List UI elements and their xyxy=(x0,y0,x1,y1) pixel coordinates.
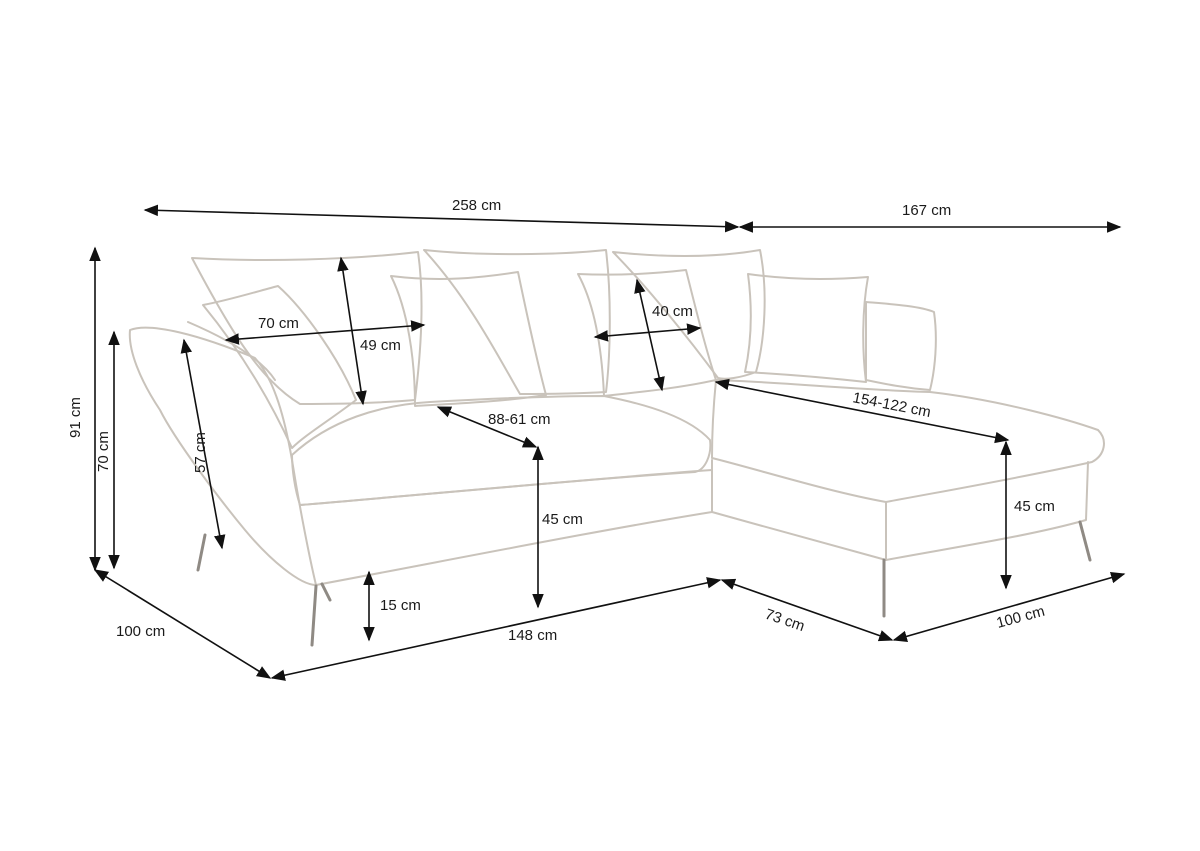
arrow-seat-depth xyxy=(436,406,538,448)
label-cushion-height: 49 cm xyxy=(360,337,401,354)
dimension-arrows xyxy=(89,204,1126,681)
label-leg-height: 15 cm xyxy=(380,597,421,614)
chaise-base xyxy=(711,459,1089,561)
label-front-length: 148 cm xyxy=(508,627,557,644)
pillow-left xyxy=(202,285,357,449)
label-backrest-height: 57 cm xyxy=(192,432,209,473)
leg-1 xyxy=(196,533,207,572)
arrow-front-length xyxy=(270,577,722,681)
label-cushion-width: 70 cm xyxy=(258,315,299,332)
label-chaise-front: 73 cm xyxy=(763,606,807,635)
label-side-depth: 100 cm xyxy=(116,623,165,640)
label-chaise-length: 167 cm xyxy=(902,202,951,219)
arrow-small-cushion-height xyxy=(634,278,665,392)
arrow-chaise-depth xyxy=(714,378,1010,444)
label-total-height: 91 cm xyxy=(67,397,84,438)
back-cushion-left xyxy=(191,251,423,405)
back-cushion-middle xyxy=(423,249,611,395)
label-chaise-seat-height: 45 cm xyxy=(1014,498,1055,515)
pillow-middle xyxy=(390,271,547,407)
leg-3 xyxy=(320,582,332,602)
sofa-drawing xyxy=(128,249,1105,647)
armrest-left xyxy=(128,326,317,586)
chaise-cushion xyxy=(711,379,1105,503)
label-overall-width: 258 cm xyxy=(452,197,501,214)
arrow-chaise-front xyxy=(720,578,894,642)
arrow-cushion-width xyxy=(224,320,426,345)
arrow-cushion-height xyxy=(337,256,367,406)
label-seat-depth: 88-61 cm xyxy=(488,411,551,428)
arrow-side-depth xyxy=(93,569,272,679)
label-chaise-width: 100 cm xyxy=(995,603,1047,632)
arrow-backrest-height xyxy=(180,338,226,550)
label-small-cushion: 40 cm xyxy=(652,303,693,320)
label-seat-height: 45 cm xyxy=(542,511,583,528)
label-armrest-height: 70 cm xyxy=(95,431,112,472)
leg-2 xyxy=(310,584,318,647)
armrest-right xyxy=(865,301,937,391)
leg-5 xyxy=(1078,520,1092,562)
arrow-chaise-width xyxy=(892,572,1126,642)
sofa-base xyxy=(299,469,713,586)
armrest-left-inner xyxy=(187,321,276,381)
arrow-overall-width xyxy=(143,204,740,233)
